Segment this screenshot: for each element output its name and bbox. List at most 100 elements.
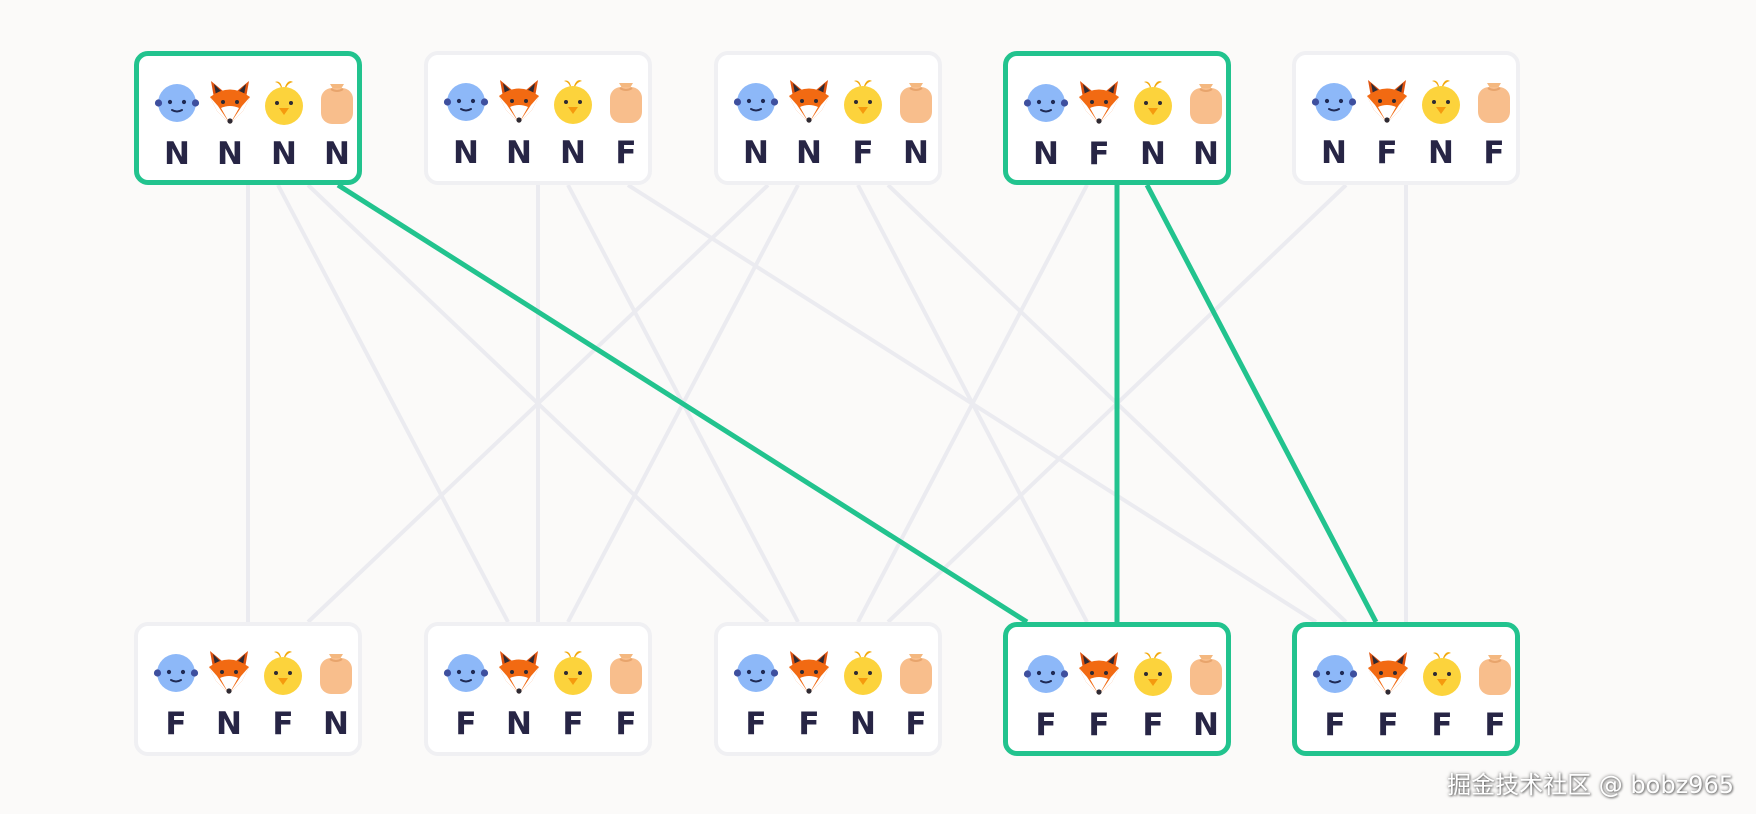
chicken-icon bbox=[549, 648, 597, 696]
state-letter: N bbox=[743, 135, 769, 171]
chicken-icon bbox=[839, 77, 887, 125]
grain-sack-icon bbox=[312, 648, 360, 696]
edge-2-0 bbox=[306, 183, 770, 624]
person-icon bbox=[1022, 78, 1070, 126]
state-letter: F bbox=[1483, 135, 1505, 171]
state-letter: N bbox=[324, 136, 350, 172]
state-letter: F bbox=[615, 706, 637, 742]
state-letter: F bbox=[1035, 707, 1057, 743]
chicken-icon bbox=[260, 78, 308, 126]
state-letter: N bbox=[850, 706, 876, 742]
chicken-icon bbox=[1129, 78, 1177, 126]
grain-sack-icon bbox=[602, 77, 650, 125]
state-letter: N bbox=[217, 136, 243, 172]
state-letter: N bbox=[1428, 135, 1454, 171]
state-letter: F bbox=[455, 706, 477, 742]
state-letter: F bbox=[1484, 707, 1506, 743]
state-letter: N bbox=[1033, 136, 1059, 172]
person-icon bbox=[442, 648, 490, 696]
grain-sack-icon bbox=[313, 78, 361, 126]
person-icon bbox=[732, 77, 780, 125]
icon-row bbox=[718, 648, 938, 696]
grain-sack-icon bbox=[1182, 78, 1230, 126]
state-letter: N bbox=[506, 135, 532, 171]
icon-row bbox=[1008, 649, 1226, 697]
state-letter: N bbox=[1193, 136, 1219, 172]
state-letter: F bbox=[745, 706, 767, 742]
fox-icon bbox=[495, 648, 543, 696]
edge-3-2 bbox=[856, 184, 1089, 623]
chicken-icon bbox=[839, 648, 887, 696]
state-letter: F bbox=[165, 706, 187, 742]
person-icon bbox=[1310, 77, 1358, 125]
icon-row bbox=[139, 78, 357, 126]
state-letter: F bbox=[615, 135, 637, 171]
state-letter: F bbox=[1142, 707, 1164, 743]
icon-row bbox=[1296, 77, 1516, 125]
state-letter: N bbox=[271, 136, 297, 172]
grain-sack-icon bbox=[1471, 649, 1519, 697]
state-letter: F bbox=[1324, 707, 1346, 743]
icon-row bbox=[138, 648, 358, 696]
state-letter: N bbox=[506, 706, 532, 742]
state-letter: N bbox=[560, 135, 586, 171]
person-icon bbox=[732, 648, 780, 696]
state-letter: F bbox=[905, 706, 927, 742]
state-letter: N bbox=[216, 706, 242, 742]
state-letter: N bbox=[903, 135, 929, 171]
grain-sack-icon bbox=[1470, 77, 1518, 125]
state-letter: N bbox=[164, 136, 190, 172]
icon-row bbox=[428, 648, 648, 696]
icon-row bbox=[428, 77, 648, 125]
state-letter: N bbox=[453, 135, 479, 171]
fox-icon bbox=[206, 78, 254, 126]
person-icon bbox=[153, 78, 201, 126]
fox-icon bbox=[1363, 77, 1411, 125]
highlighted-edge-0-3 bbox=[336, 182, 1029, 625]
state-letter: F bbox=[1376, 135, 1398, 171]
grain-sack-icon bbox=[1182, 649, 1230, 697]
chicken-icon bbox=[1417, 77, 1465, 125]
edge-0-1 bbox=[276, 184, 510, 623]
grain-sack-icon bbox=[892, 77, 940, 125]
state-letter: N bbox=[323, 706, 349, 742]
fox-icon bbox=[1364, 649, 1412, 697]
icon-row bbox=[718, 77, 938, 125]
fox-icon bbox=[1075, 649, 1123, 697]
state-letter: N bbox=[796, 135, 822, 171]
person-icon bbox=[1022, 649, 1070, 697]
icon-row bbox=[1297, 649, 1515, 697]
chicken-icon bbox=[259, 648, 307, 696]
state-letter: F bbox=[798, 706, 820, 742]
person-icon bbox=[152, 648, 200, 696]
person-icon bbox=[1311, 649, 1359, 697]
state-letter: F bbox=[562, 706, 584, 742]
state-letter: F bbox=[272, 706, 294, 742]
grain-sack-icon bbox=[602, 648, 650, 696]
state-letter: F bbox=[1431, 707, 1453, 743]
fox-icon bbox=[1075, 78, 1123, 126]
fox-icon bbox=[785, 77, 833, 125]
fox-icon bbox=[785, 648, 833, 696]
highlighted-edge-3-4 bbox=[1144, 183, 1379, 624]
chicken-icon bbox=[549, 77, 597, 125]
